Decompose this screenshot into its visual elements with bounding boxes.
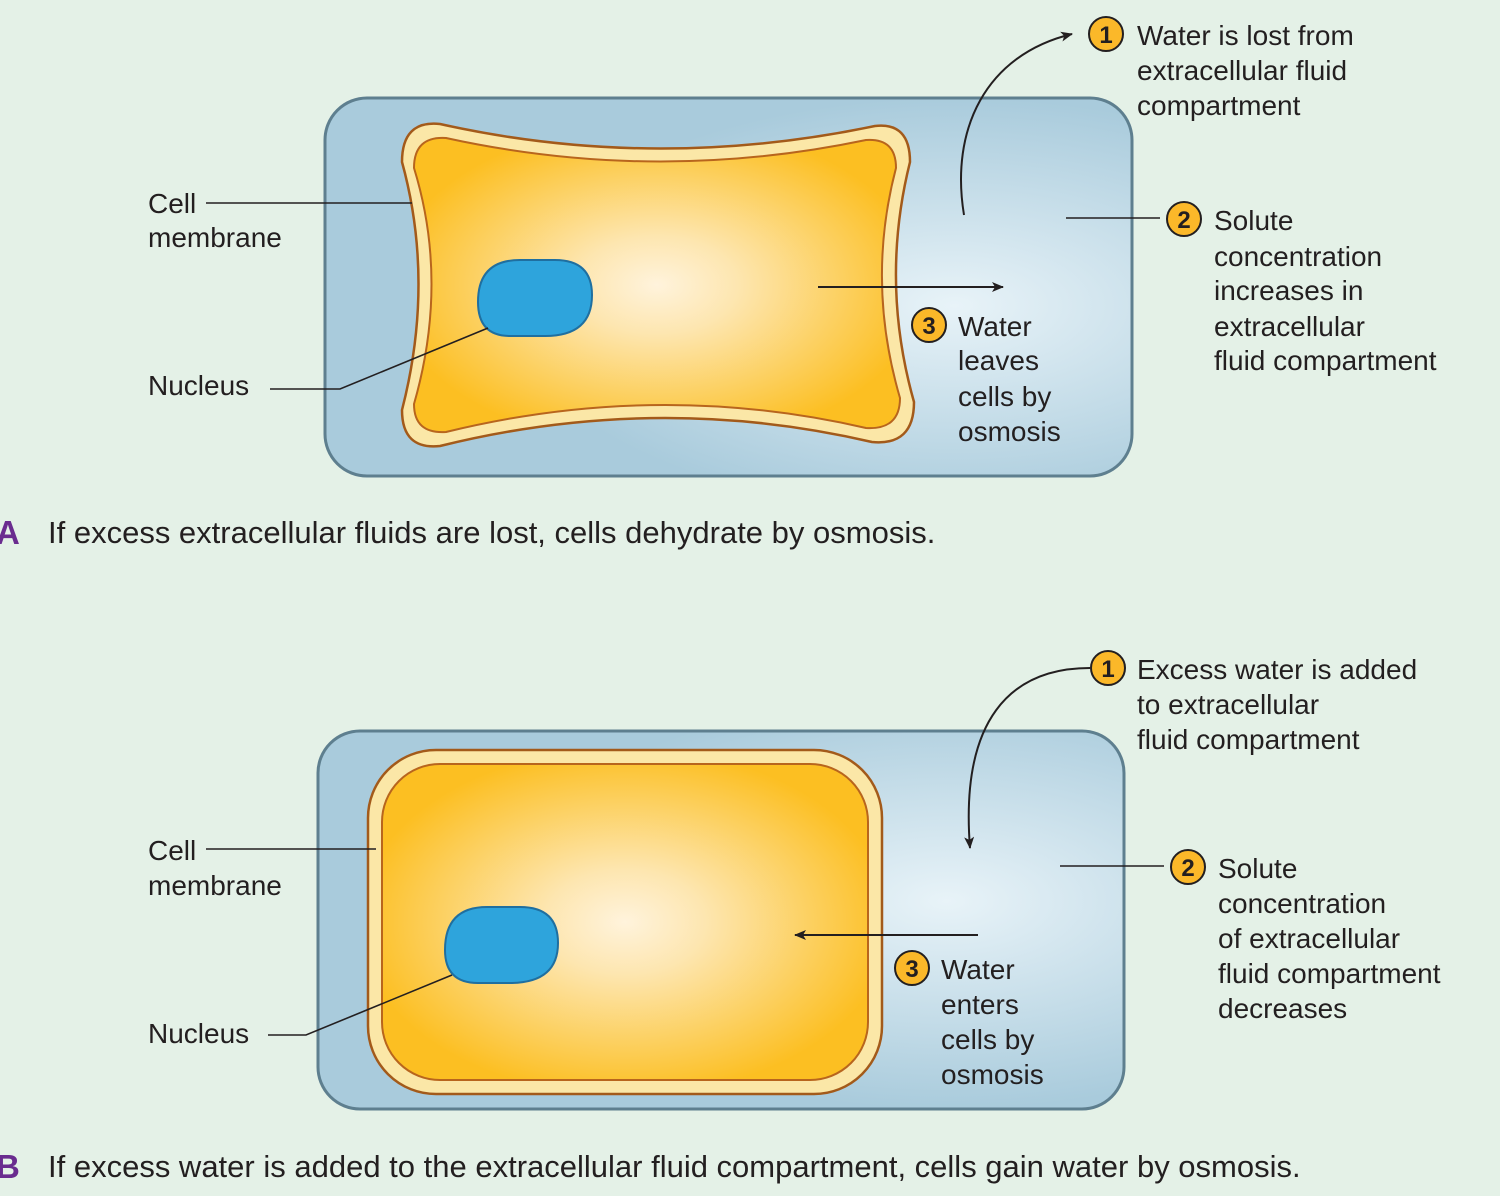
nucleus-leader	[268, 974, 453, 1036]
step-1-number: 1	[1101, 656, 1114, 683]
step-2-text: Solute concentration increases in extrac…	[1214, 205, 1437, 376]
step-1-badge	[1090, 650, 1126, 686]
caption-b: If excess water is added to the extracel…	[48, 1149, 1301, 1184]
step-1-badge	[1088, 16, 1124, 52]
step-3-number: 3	[905, 956, 918, 983]
water-lost-arrow	[960, 31, 1073, 216]
nucleus	[476, 259, 594, 337]
step-3-badge	[911, 307, 947, 343]
nucleus-label: Nucleus	[148, 1018, 249, 1049]
water-added-arrow	[964, 667, 1091, 849]
cell-membrane-label: Cell membrane	[148, 835, 282, 901]
step-2-badge	[1166, 201, 1202, 237]
panel-b: Cell membrane Nucleus 1 Excess water is …	[0, 650, 1448, 1185]
step-2-text: Solute concentration of extracellular fl…	[1218, 853, 1448, 1024]
step-2-badge	[1170, 849, 1206, 885]
step-3-number: 3	[922, 313, 935, 340]
nucleus-leader	[270, 327, 489, 390]
caption-letter-a: A	[0, 514, 20, 551]
step-2-number: 2	[1181, 855, 1194, 882]
step-1-text: Excess water is added to extracellular f…	[1137, 654, 1425, 755]
caption-a: If excess extracellular fluids are lost,…	[48, 515, 935, 550]
caption-letter-b: B	[0, 1148, 20, 1185]
step-3-text: Water enters cells by osmosis	[941, 954, 1044, 1090]
panel-a: Cell membrane Nucleus 1 Water is lost fr…	[0, 16, 1437, 551]
step-3-text: Water leaves cells by osmosis	[958, 311, 1061, 447]
step-1-text: Water is lost from extracellular fluid c…	[1137, 20, 1362, 121]
step-2-number: 2	[1177, 207, 1190, 234]
step-1-number: 1	[1099, 22, 1112, 49]
step-3-badge	[894, 950, 930, 986]
cytoplasm	[412, 136, 902, 434]
nucleus	[443, 906, 560, 984]
nucleus-label: Nucleus	[148, 370, 249, 401]
cell-membrane-label: Cell membrane	[148, 188, 282, 253]
cytoplasm	[381, 763, 869, 1081]
